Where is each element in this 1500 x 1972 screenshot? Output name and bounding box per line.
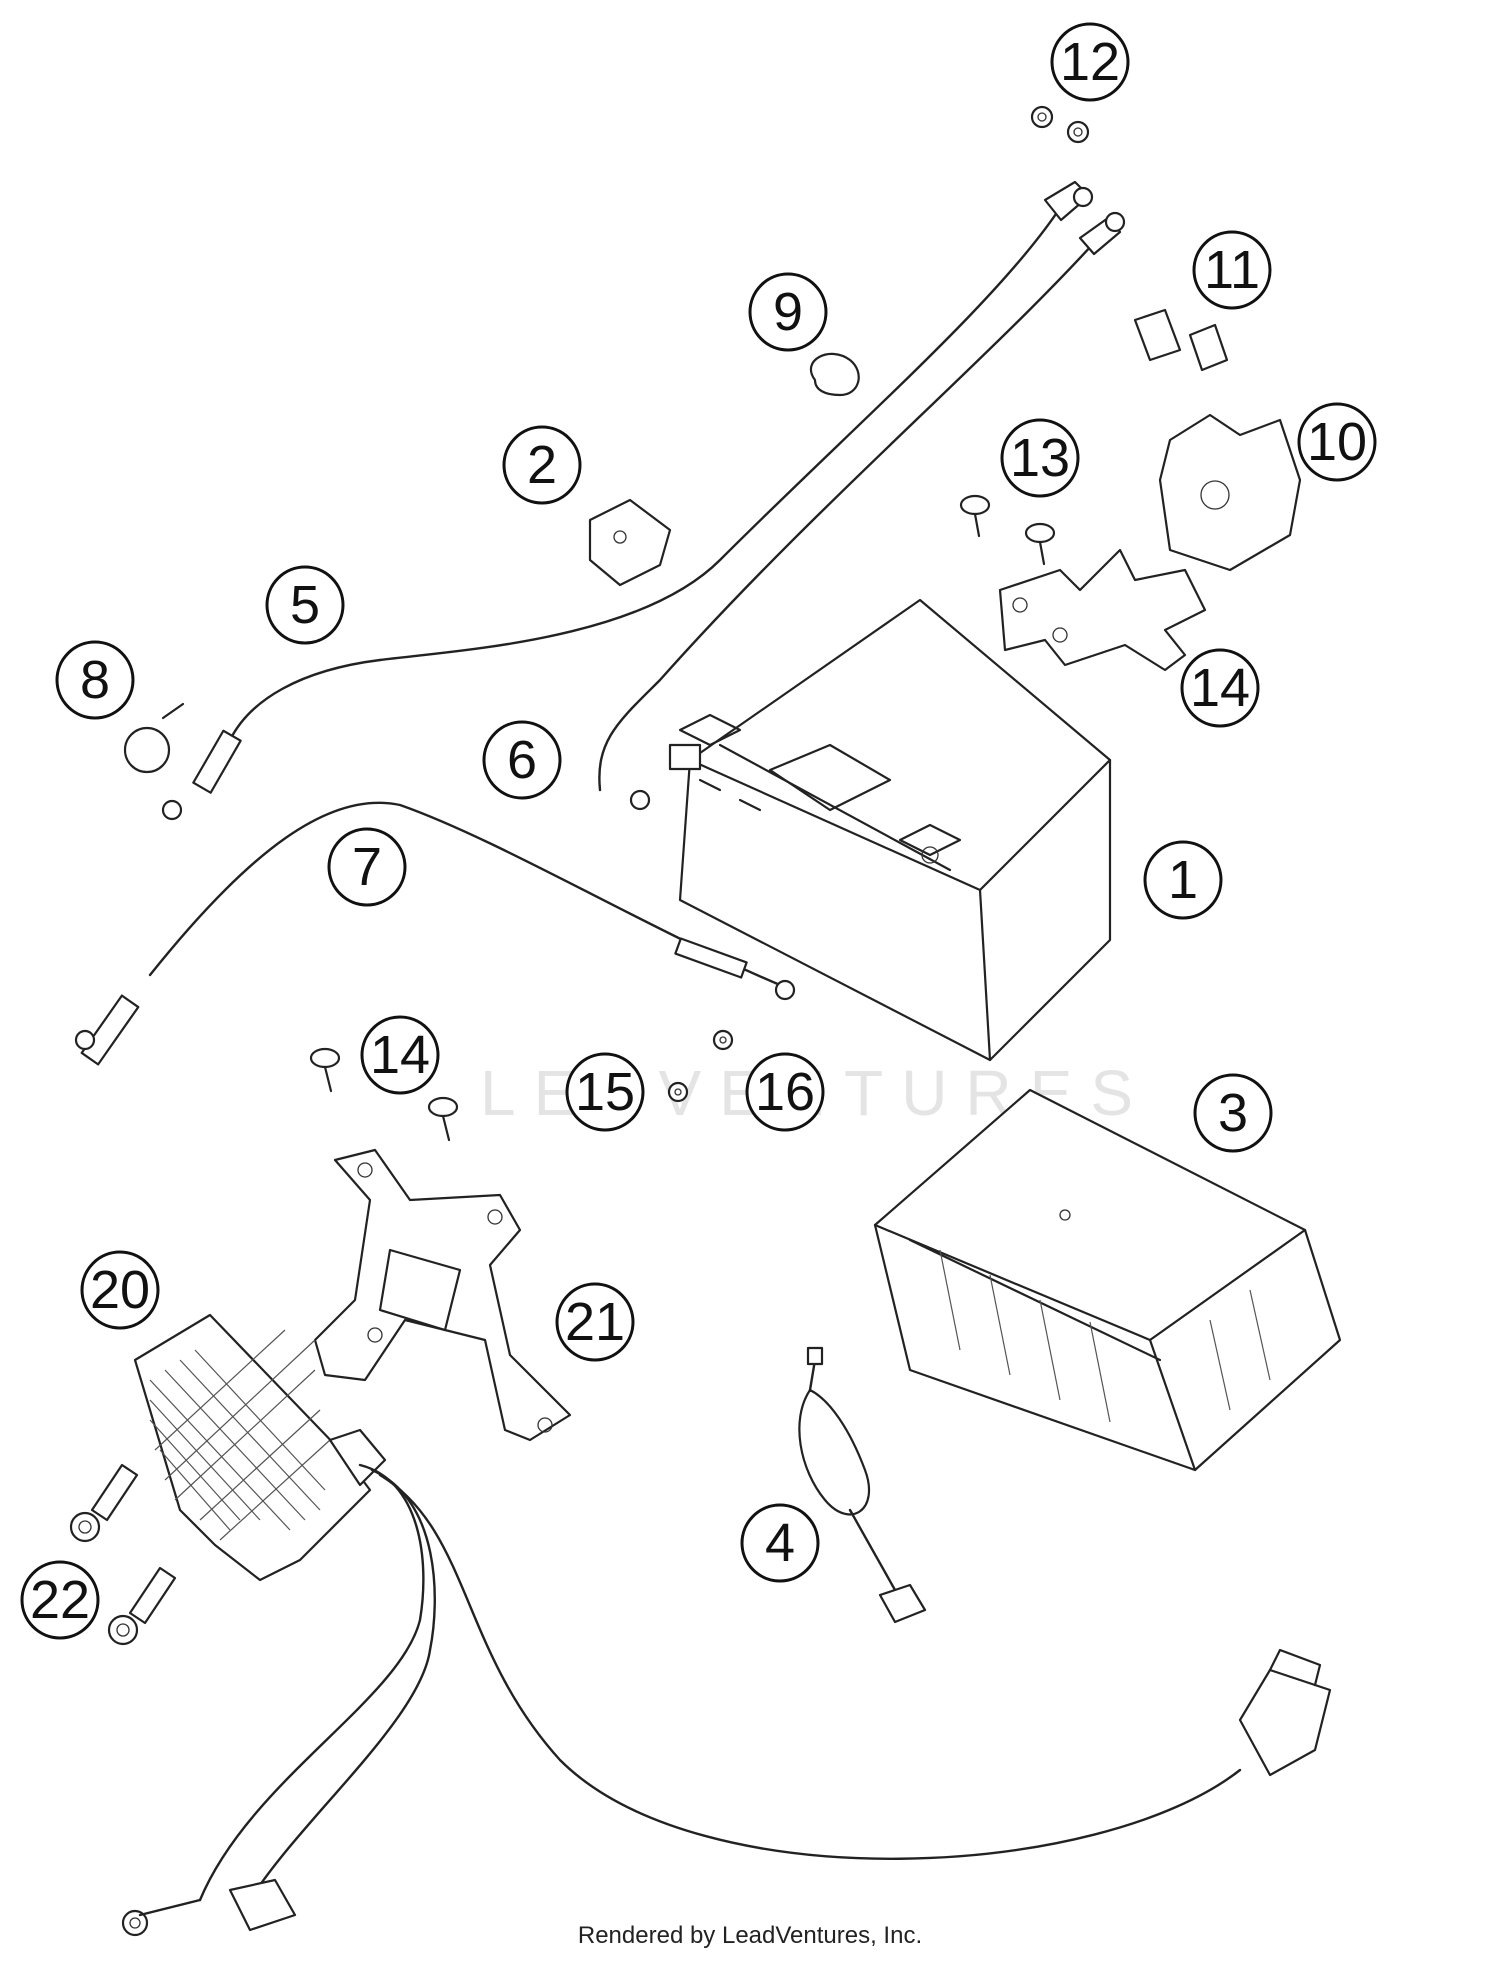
svg-text:21: 21 [565,1292,625,1352]
part-cap [123,702,185,774]
footer-credit: Rendered by LeadVentures, Inc. [577,1922,923,1949]
part-battery [668,598,1112,1062]
callout-3: 3 [1193,1073,1273,1153]
part-harness [121,1463,1332,1937]
part-regulator-bracket [313,1148,572,1442]
svg-text:11: 11 [1204,240,1260,300]
callout-21: 21 [555,1282,635,1362]
part-fuse-holder [798,1346,927,1624]
callout-13: 14 [1180,648,1260,728]
callout-14-lower: 14 [360,1015,440,1095]
svg-text:4: 4 [765,1513,795,1573]
callout-15: 15 [565,1052,645,1132]
part-relay-bracket [998,548,1207,672]
callout-9: 9 [748,272,828,352]
callout-10: 10 [1297,402,1377,482]
svg-text:22: 22 [30,1570,90,1630]
part-fuse-caps [1133,308,1229,372]
part-regulator [133,1313,387,1582]
svg-text:14: 14 [370,1025,430,1085]
callout-16: 16 [745,1052,825,1132]
part-clip [809,352,860,397]
part-cable-6 [598,211,1126,811]
svg-text:3: 3 [1218,1083,1248,1143]
part-screws-lower [309,1047,459,1142]
svg-text:16: 16 [755,1062,815,1122]
callout-5: 5 [265,565,345,645]
svg-text:14: 14 [1190,658,1250,718]
svg-text:9: 9 [773,282,803,342]
callout-8: 8 [55,640,135,720]
callout-1: 1 [1143,840,1223,920]
svg-text:7: 7 [352,837,382,897]
part-terminal-cover [588,498,672,587]
part-battery-box [873,1088,1342,1472]
callout-2: 2 [502,425,582,505]
callout-14-upper: 13 [1000,418,1080,498]
callout-20: 20 [80,1250,160,1330]
svg-text:20: 20 [90,1260,150,1320]
part-relay [1158,413,1302,572]
svg-text:12: 12 [1060,32,1120,92]
part-nut-16 [712,1029,734,1051]
svg-text:13: 13 [1010,428,1070,488]
part-cable-5 [161,180,1094,821]
part-cable-7 [74,801,796,1066]
part-nut-15 [667,1081,689,1103]
part-bolts [69,1463,177,1646]
svg-text:1: 1 [1168,850,1198,910]
callout-4: 4 [740,1503,820,1583]
callout-7: 7 [327,827,407,907]
svg-text:6: 6 [507,730,537,790]
svg-text:2: 2 [527,435,557,495]
part-screws-upper [959,494,1056,566]
part-nuts [1030,105,1090,144]
svg-text:5: 5 [290,575,320,635]
svg-text:10: 10 [1307,412,1367,472]
callout-6: 6 [482,720,562,800]
svg-text:8: 8 [80,650,110,710]
svg-text:15: 15 [575,1062,635,1122]
callout-22: 22 [20,1560,100,1640]
callout-12: 12 [1050,22,1130,102]
callout-11: 11 [1192,230,1272,310]
